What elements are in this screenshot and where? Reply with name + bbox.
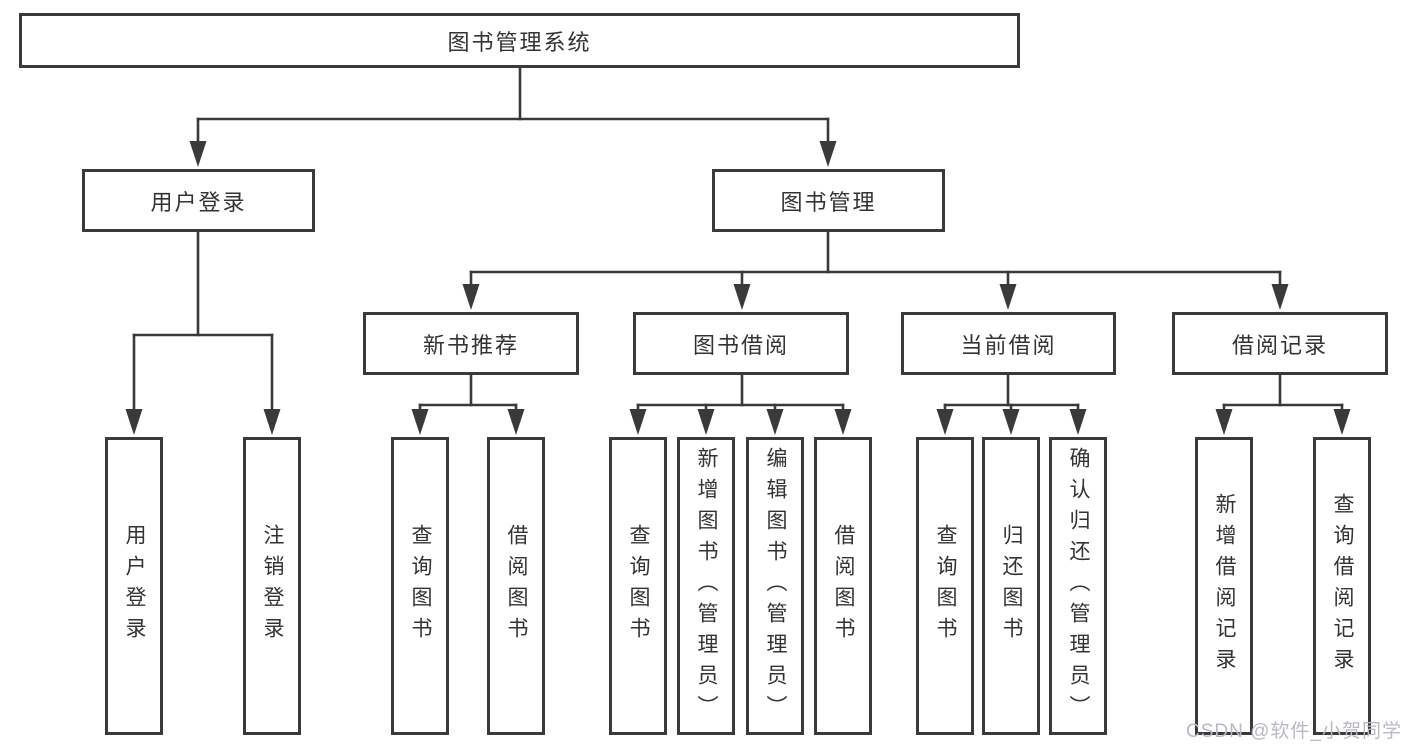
node-label: 借阅图书 (505, 524, 528, 648)
node-label: 查询图书 (627, 524, 650, 648)
node-label: 用户登录 (150, 189, 247, 215)
node-user-login: 用户登录 (82, 169, 315, 232)
node-label: 图书借阅 (692, 332, 789, 358)
leaf-confirm-return-admin: 确认归还（管理员） (1049, 437, 1107, 735)
node-new-book-recommend: 新书推荐 (363, 312, 579, 375)
leaf-query-books-2: 查询图书 (609, 437, 667, 735)
node-label: 图书管理系统 (447, 29, 592, 55)
node-label: 查询图书 (409, 524, 432, 648)
node-book-borrow: 图书借阅 (633, 312, 849, 375)
leaf-query-books-3: 查询图书 (916, 437, 974, 735)
node-label: 借阅图书 (832, 524, 855, 648)
watermark: CSDN @软件_小贺同学 (1186, 721, 1402, 742)
node-label: 借阅记录 (1231, 332, 1328, 358)
node-label: 注销登录 (261, 524, 284, 648)
node-label: 编辑图书（管理员） (764, 446, 787, 726)
leaf-add-borrow-record: 新增借阅记录 (1195, 437, 1253, 735)
node-label: 查询图书 (934, 524, 957, 648)
leaf-logout: 注销登录 (243, 437, 301, 735)
node-label: 新增借阅记录 (1213, 493, 1236, 679)
node-label: 查询借阅记录 (1331, 493, 1354, 679)
leaf-query-borrow-record: 查询借阅记录 (1313, 437, 1371, 735)
node-label: 确认归还（管理员） (1067, 446, 1090, 726)
node-current-borrow: 当前借阅 (901, 312, 1116, 375)
node-label: 新增图书（管理员） (695, 446, 718, 726)
node-book-management: 图书管理 (712, 169, 945, 232)
leaf-return-book: 归还图书 (982, 437, 1040, 735)
leaf-query-books-1: 查询图书 (391, 437, 449, 735)
leaf-user-login: 用户登录 (105, 437, 163, 735)
node-borrow-records: 借阅记录 (1172, 312, 1388, 375)
leaf-borrow-books-2: 借阅图书 (814, 437, 872, 735)
node-label: 当前借阅 (960, 332, 1057, 358)
node-label: 归还图书 (1000, 524, 1023, 648)
node-label: 图书管理 (780, 189, 877, 215)
node-library-system: 图书管理系统 (19, 13, 1020, 68)
leaf-borrow-books-1: 借阅图书 (487, 437, 545, 735)
leaf-edit-book-admin: 编辑图书（管理员） (746, 437, 804, 735)
node-label: 用户登录 (123, 524, 146, 648)
leaf-add-book-admin: 新增图书（管理员） (677, 437, 735, 735)
node-label: 新书推荐 (422, 332, 519, 358)
